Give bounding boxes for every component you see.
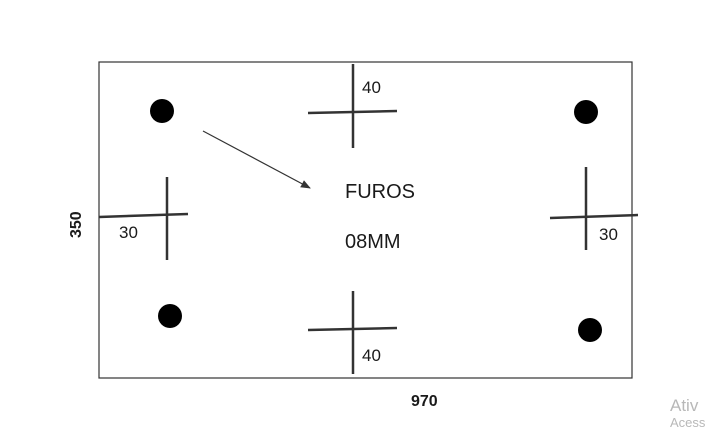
watermark-line-2: Acess [670,414,705,430]
crosshair-top [307,64,398,148]
dim-right-label: 30 [599,225,618,244]
dim-left-label: 30 [119,223,138,242]
plate-outline [98,61,633,379]
watermark-line-1: Ativ [670,396,699,415]
width-dimension: 970 [411,393,438,410]
dim-top-label: 40 [362,78,381,97]
hole-top-right [574,100,598,124]
hole-bottom-left [158,304,182,328]
hole-diameter-label: 08MM [345,231,401,253]
hole-bottom-right [578,318,602,342]
height-dimension: 350 [68,211,85,238]
holes-label: FUROS [345,181,415,203]
activation-watermark: Ativ Acess [670,396,705,430]
hole-top-left [150,99,174,123]
crosshair-bottom [307,291,398,374]
callout-arrow [202,130,311,189]
crosshair-left [98,177,189,260]
crosshair-right [549,167,639,250]
dim-bottom-label: 40 [362,346,381,365]
